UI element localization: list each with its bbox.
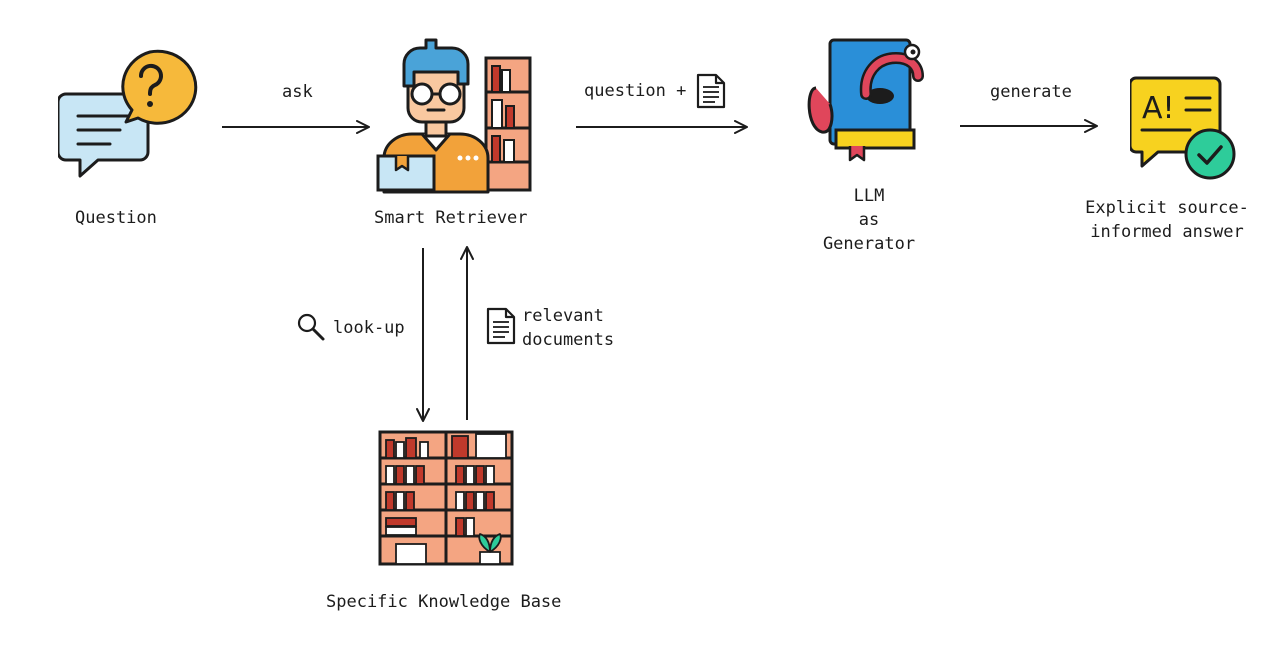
document-icon bbox=[696, 73, 726, 109]
question-plus-edge-label: question + bbox=[584, 81, 687, 101]
relevant-document-icon bbox=[486, 307, 516, 345]
llm-book-worm-icon bbox=[807, 38, 924, 162]
relevant-edge-label-line2: documents bbox=[522, 330, 615, 350]
llm-label-line1: LLM bbox=[853, 186, 885, 206]
bookshelf-icon bbox=[378, 430, 514, 566]
svg-text:A!: A! bbox=[1142, 91, 1175, 126]
knowledge-base-label: Specific Knowledge Base bbox=[326, 592, 562, 612]
question-chat-icon bbox=[58, 49, 198, 178]
answer-label-line2: informed answer bbox=[1090, 222, 1244, 242]
smart-retriever-label: Smart Retriever bbox=[374, 208, 528, 228]
answer-label-line1: Explicit source- bbox=[1085, 198, 1249, 218]
lookup-edge-label: look-up bbox=[333, 318, 405, 338]
llm-label-line2: as bbox=[858, 210, 880, 230]
magnifier-icon bbox=[297, 313, 325, 341]
llm-label-line3: Generator bbox=[822, 234, 916, 254]
relevant-edge-label-line1: relevant bbox=[522, 306, 604, 326]
generate-edge-label: generate bbox=[990, 82, 1072, 102]
question-label: Question bbox=[75, 208, 157, 228]
librarian-icon bbox=[376, 38, 532, 194]
ai-answer-check-icon: A! bbox=[1130, 76, 1236, 180]
ask-edge-label: ask bbox=[282, 82, 313, 102]
